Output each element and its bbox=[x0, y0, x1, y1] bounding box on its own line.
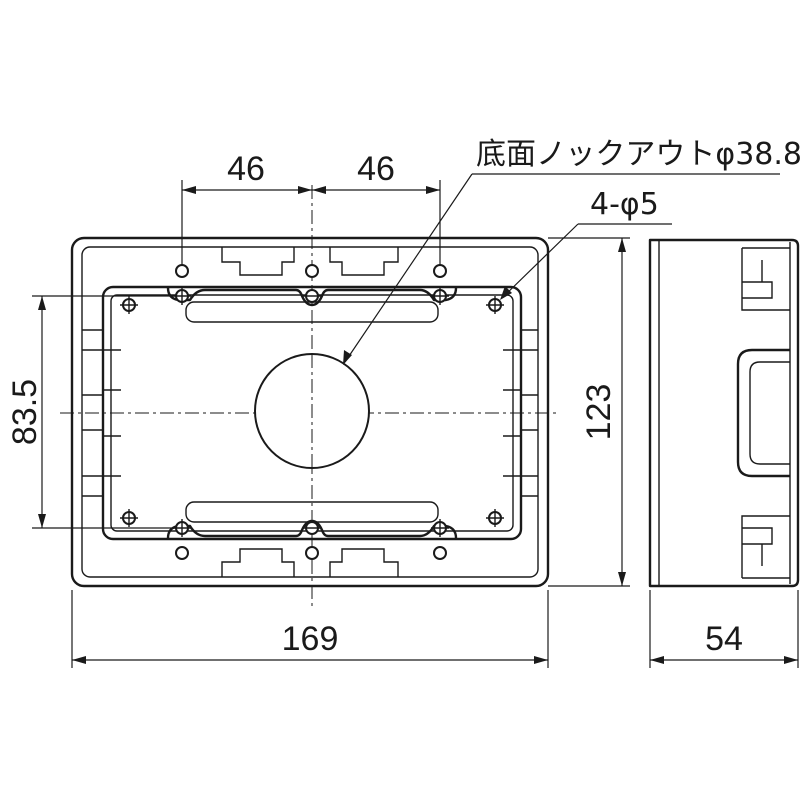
screw-hole bbox=[305, 264, 319, 278]
dimension-lines bbox=[32, 173, 799, 668]
right-side-tab-upper bbox=[503, 349, 522, 391]
arrowhead bbox=[500, 286, 512, 300]
side-upper-clip bbox=[741, 247, 790, 311]
front-view bbox=[60, 185, 560, 610]
arrowhead bbox=[298, 186, 312, 194]
top-rim-tab-left bbox=[221, 247, 295, 276]
box-outer-inner-edge bbox=[81, 246, 539, 578]
screw-hole bbox=[433, 264, 447, 278]
right-side-notch-lower bbox=[521, 475, 538, 497]
box-outer-outline bbox=[70, 236, 550, 588]
screw-hole bbox=[175, 264, 189, 278]
arrowhead bbox=[650, 656, 664, 664]
arrowhead bbox=[312, 186, 326, 194]
screw-hole bbox=[305, 546, 319, 560]
dimension-label-46-right: 46 bbox=[357, 150, 395, 188]
knockout-note: 底面ノックアウトφ38.8 bbox=[476, 137, 800, 172]
left-side-tab-upper bbox=[102, 349, 121, 391]
arrowhead bbox=[784, 656, 798, 664]
right-side-tab-lower bbox=[503, 435, 522, 477]
screw-hole bbox=[433, 546, 447, 560]
left-side-notch-lower bbox=[82, 475, 103, 497]
side-lower-clip bbox=[741, 515, 790, 579]
mounting-holes-note: 4-φ5 bbox=[590, 187, 659, 222]
side-middle-handle-inner bbox=[749, 361, 790, 465]
arrowhead bbox=[618, 572, 626, 586]
dimension-label-83-5: 83.5 bbox=[6, 379, 44, 445]
arrowhead bbox=[343, 350, 352, 365]
screw-hole bbox=[175, 546, 189, 560]
left-side-tab-lower bbox=[102, 435, 121, 477]
dimension-label-123: 123 bbox=[580, 384, 618, 441]
bottom-rim-tab-left bbox=[221, 548, 295, 577]
left-side-notch-upper bbox=[71, 329, 103, 351]
right-side-notch-upper bbox=[521, 329, 538, 351]
leader-line-mounting-holes bbox=[501, 223, 579, 299]
right-side-notch-middle bbox=[521, 394, 538, 431]
arrowhead bbox=[618, 238, 626, 252]
side-view bbox=[648, 238, 800, 588]
dimension-label-169: 169 bbox=[282, 620, 339, 658]
arrowhead bbox=[72, 656, 86, 664]
arrowhead bbox=[426, 186, 440, 194]
dimension-label-46-left: 46 bbox=[227, 150, 265, 188]
dimension-label-54: 54 bbox=[705, 620, 743, 658]
arrowhead bbox=[38, 296, 46, 310]
left-side-notch-middle bbox=[82, 394, 103, 431]
leader-line-knockout bbox=[344, 173, 473, 363]
side-view-outline bbox=[648, 238, 800, 588]
side-middle-handle bbox=[736, 348, 790, 478]
arrowhead bbox=[182, 186, 196, 194]
bottom-rim-tab-right bbox=[329, 548, 399, 577]
arrowhead bbox=[38, 514, 46, 528]
mounting-hole-crosshair bbox=[120, 287, 504, 537]
top-rim-tab-right bbox=[329, 247, 399, 276]
arrowhead bbox=[534, 656, 548, 664]
